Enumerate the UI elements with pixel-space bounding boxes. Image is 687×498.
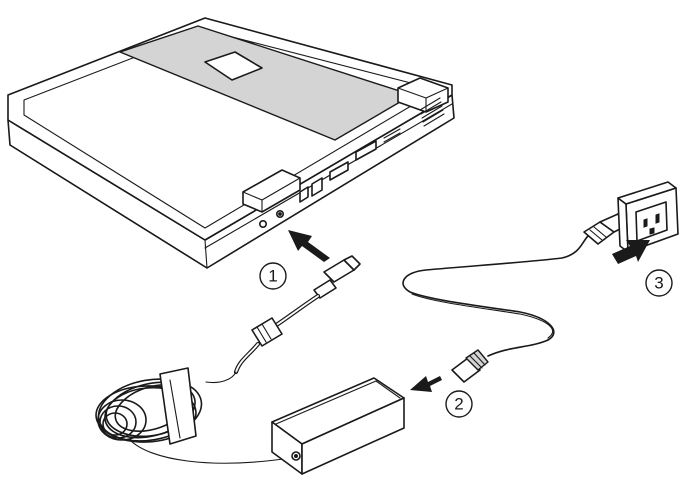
ac-adapter-icon	[271, 377, 405, 475]
dc-plug-icon	[313, 255, 361, 299]
arrow-icon	[612, 240, 650, 264]
coiled-cable	[95, 367, 291, 464]
dc-cable	[233, 293, 321, 375]
step-3-number: 3	[654, 274, 663, 293]
dc-in-port	[278, 212, 282, 216]
wall-outlet-icon	[617, 181, 679, 253]
step-3-marker: 3	[645, 269, 673, 297]
power-cord-icon	[402, 207, 641, 383]
laptop-ports	[258, 128, 401, 229]
arrow-icon	[410, 376, 442, 392]
step-1-marker: 1	[259, 262, 287, 290]
step-1-number: 1	[268, 267, 277, 286]
step-2-marker: 2	[445, 390, 473, 418]
arrow-icon	[288, 230, 330, 262]
step-2-number: 2	[454, 395, 463, 414]
laptop-icon	[7, 17, 455, 269]
vent-grille	[419, 97, 445, 127]
